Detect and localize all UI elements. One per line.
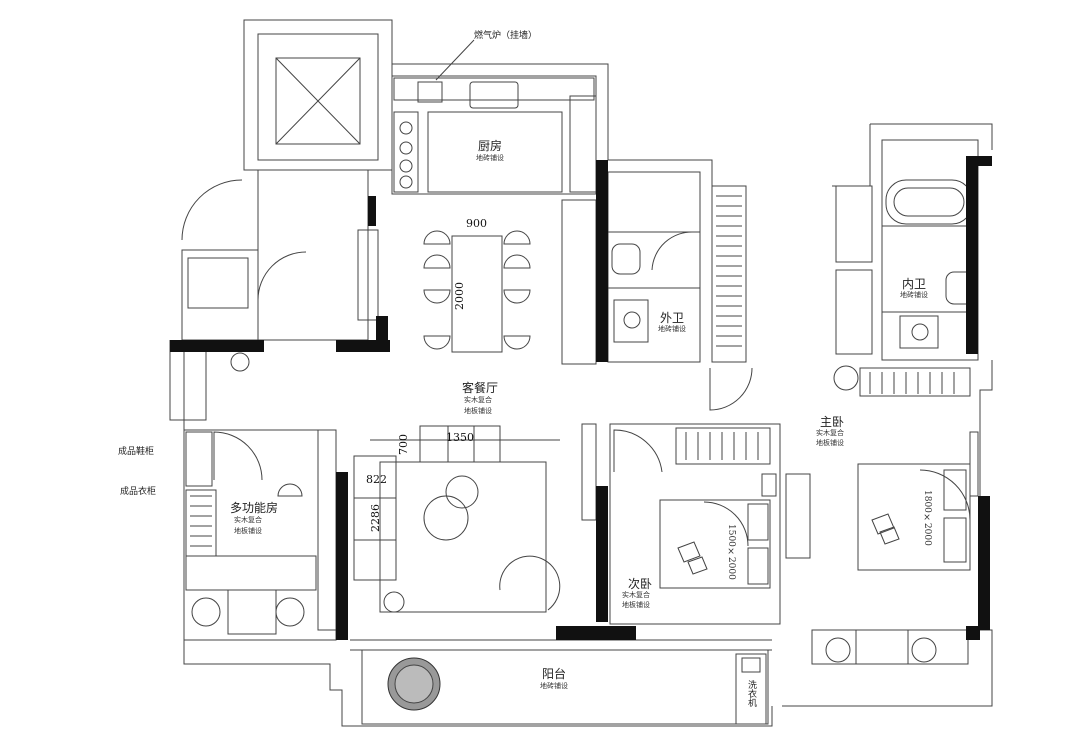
master-floor-2: 地板铺设 xyxy=(816,439,844,447)
outer-bath-label: 外卫 xyxy=(660,311,685,325)
sofa-depth-dim: 700 xyxy=(397,434,410,455)
outer-bathroom-layout xyxy=(607,171,701,363)
second-floor-1: 实木复合 xyxy=(622,591,650,599)
table-width-dim: 900 xyxy=(466,217,487,230)
table-length-dim: 2000 xyxy=(453,282,466,310)
multi-room-label: 多功能房 xyxy=(230,501,279,515)
master-floor-1: 实木复合 xyxy=(816,429,844,437)
shoe-cabinet-note: 成品鞋柜 xyxy=(118,447,155,457)
balcony-floor: 地砖铺设 xyxy=(540,682,568,690)
inner-bath-label: 内卫 xyxy=(902,277,927,291)
master-bedroom-label: 主卧 xyxy=(820,415,845,429)
living-sofa-set xyxy=(353,425,561,613)
second-floor-2: 地板铺设 xyxy=(622,601,650,609)
second-bedroom-layout xyxy=(581,423,811,625)
balcony-layout xyxy=(361,629,969,725)
entry-lobby xyxy=(181,169,369,341)
master-bed-dim: 1800×2000 xyxy=(922,490,932,546)
multi-floor-1: 实木复合 xyxy=(234,516,262,524)
master-wardrobe xyxy=(833,365,971,397)
kitchen-floor: 地砖铺设 xyxy=(476,154,504,162)
sofa-side-width-dim: 822 xyxy=(366,473,387,486)
shaft-grille xyxy=(709,185,753,411)
multi-floor-2: 地板铺设 xyxy=(234,527,262,535)
inner-bath-floor: 地砖铺设 xyxy=(900,291,928,299)
balcony-label: 阳台 xyxy=(542,667,567,681)
wardrobe-note: 成品衣柜 xyxy=(120,487,157,497)
kitchen-layout xyxy=(391,75,597,195)
sofa-length-dim: 1350 xyxy=(446,431,474,444)
master-bathroom-layout xyxy=(835,139,979,361)
master-bed xyxy=(857,431,979,571)
living-floor-2: 地板铺设 xyxy=(464,407,492,415)
structural-walls xyxy=(170,156,992,640)
kitchen-label: 厨房 xyxy=(478,139,503,153)
washer-note: 洗衣机 xyxy=(746,680,756,707)
second-bed-dim: 1500×2000 xyxy=(726,524,736,580)
outer-bath-floor: 地砖铺设 xyxy=(658,325,686,333)
multi-room-layout xyxy=(183,339,337,641)
gas-stove-leader xyxy=(435,39,475,81)
dining-set xyxy=(423,230,531,353)
living-dining-label: 客餐厅 xyxy=(462,381,499,395)
second-bedroom-label: 次卧 xyxy=(628,577,653,591)
gas-stove-note: 燃气炉（挂墙） xyxy=(474,31,538,41)
sofa-side-length-dim: 2286 xyxy=(369,504,382,532)
elevator-shaft xyxy=(243,19,393,171)
living-floor-1: 实木复合 xyxy=(464,396,492,404)
